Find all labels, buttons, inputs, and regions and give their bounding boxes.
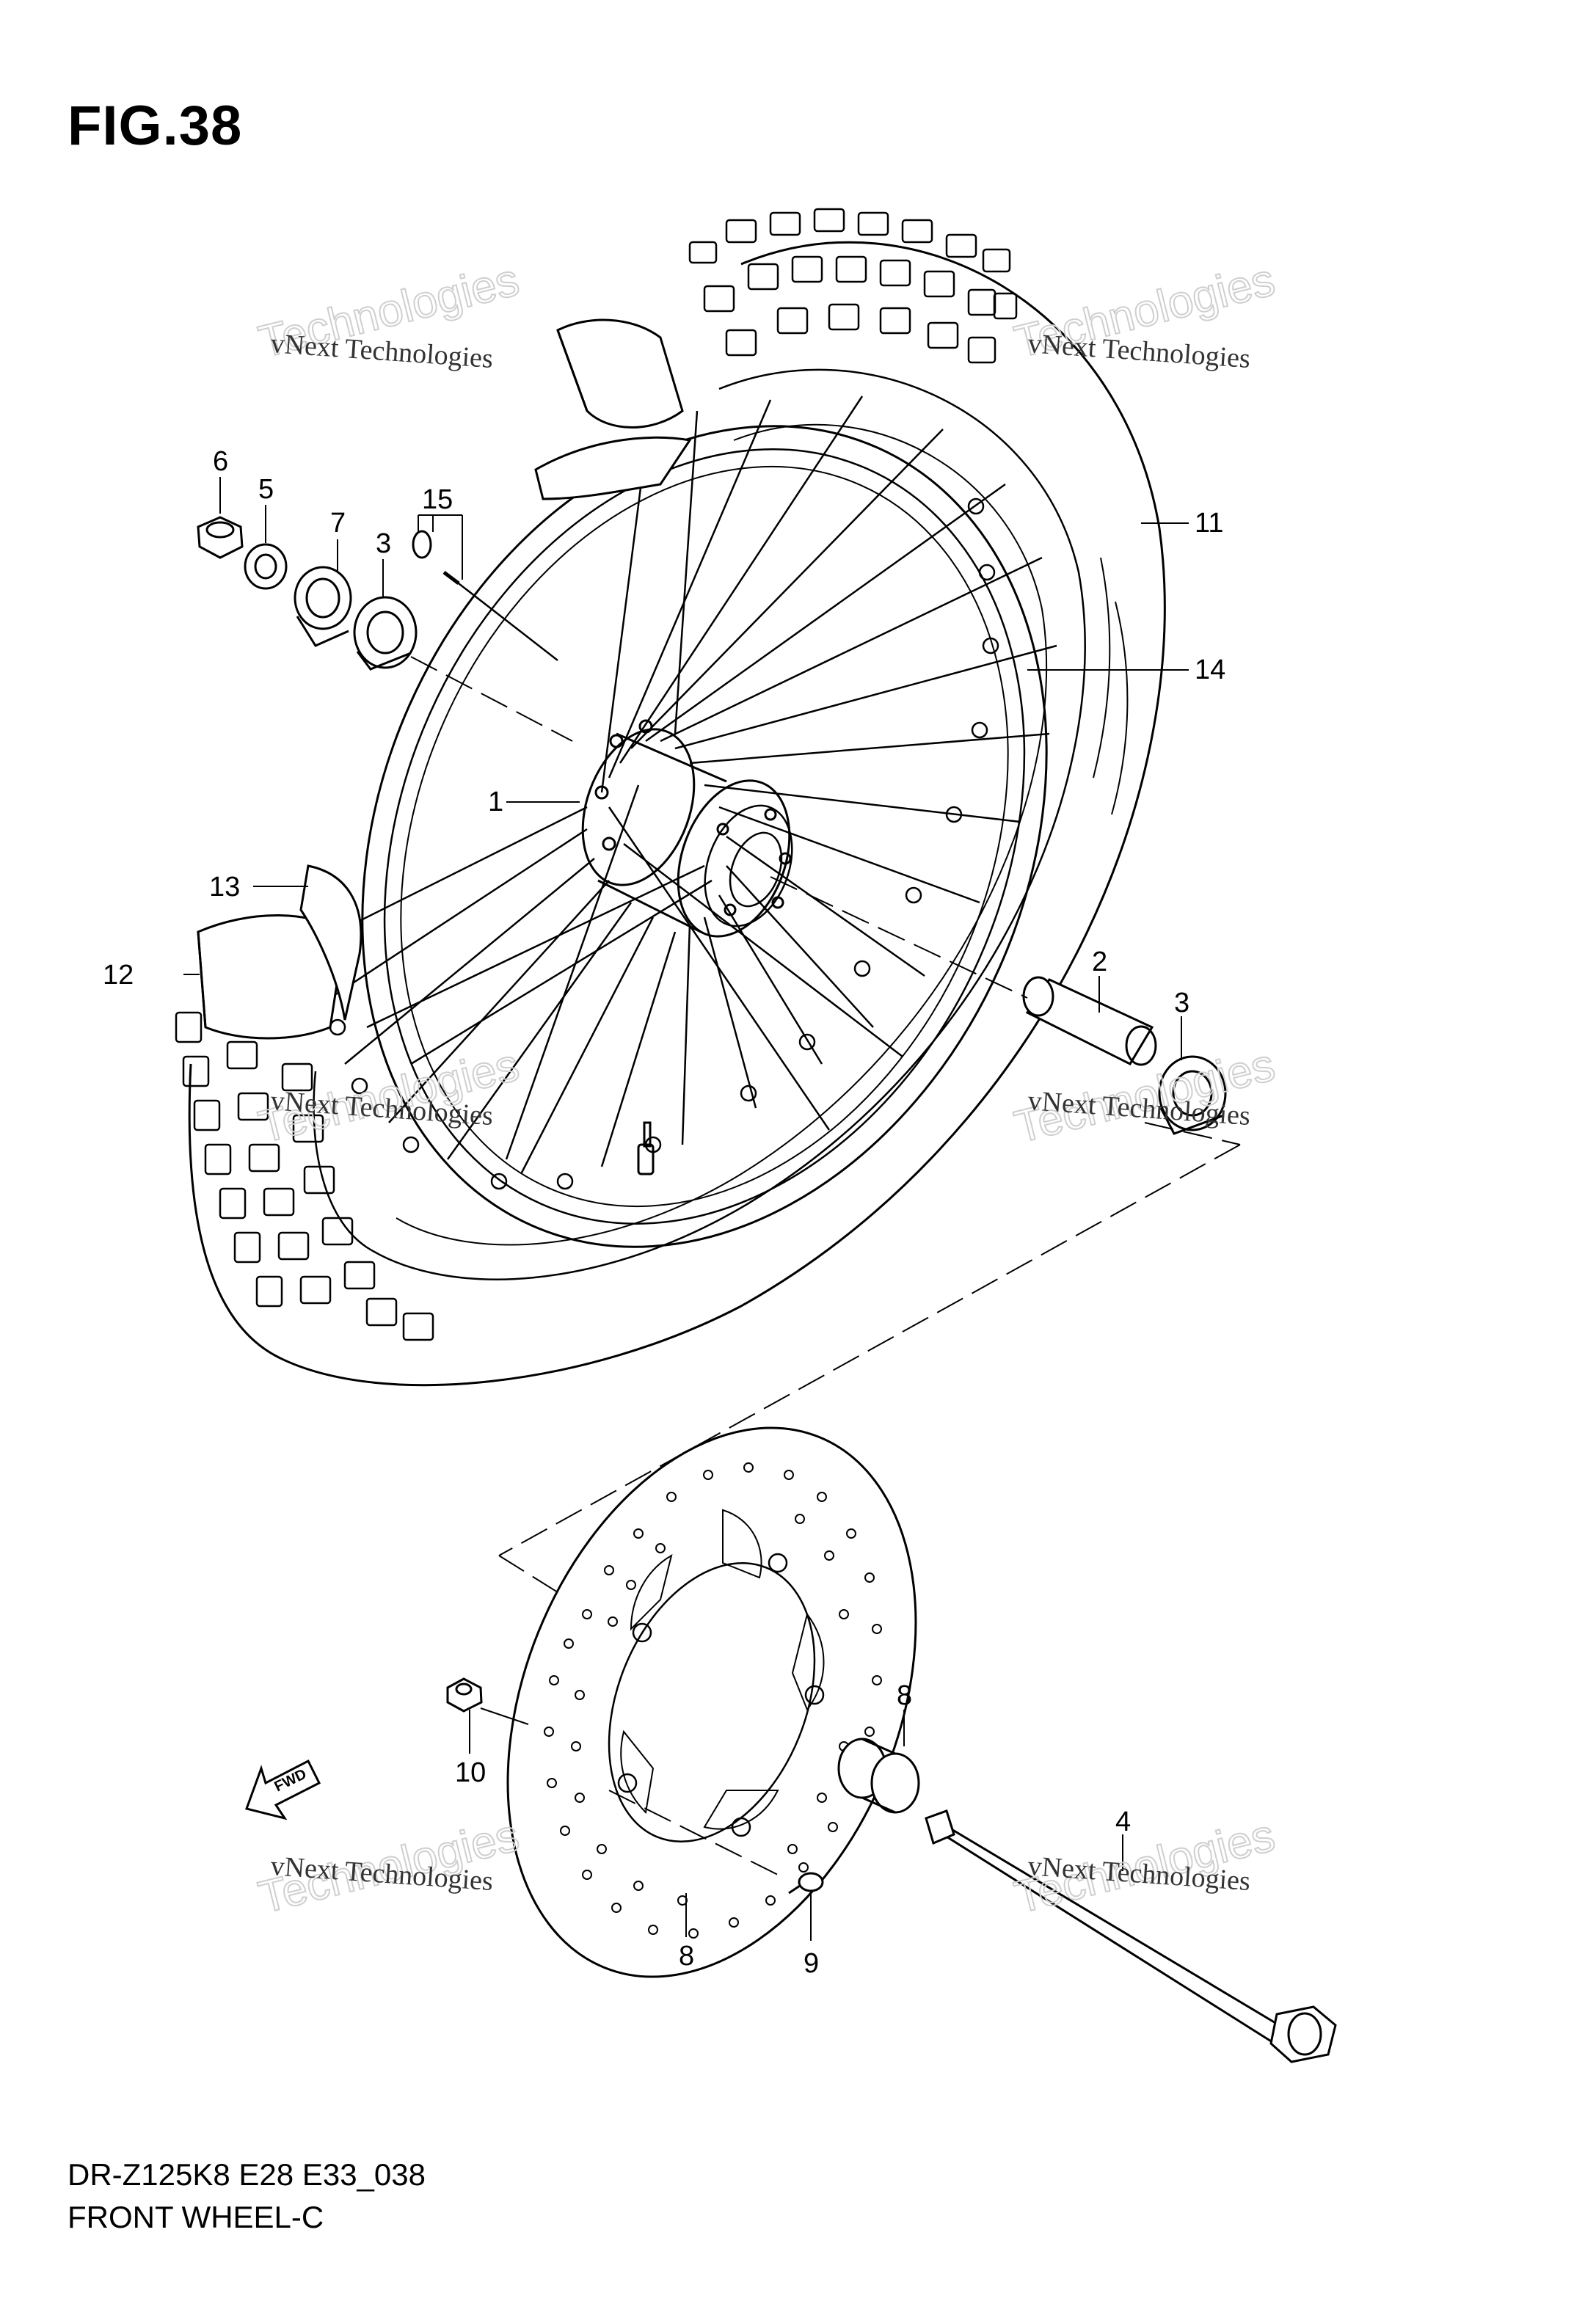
callout-12: 12 <box>103 960 134 991</box>
rim-strip-top <box>534 318 692 500</box>
tread-bottom <box>175 1011 434 1341</box>
tread-top <box>688 208 1018 364</box>
axle-4 <box>925 1809 1337 2063</box>
callout-7: 7 <box>330 508 346 539</box>
callout-8-collar: 8 <box>897 1680 913 1711</box>
disc-bolt-9 <box>788 1872 824 1895</box>
explode-lines <box>410 656 1241 1879</box>
spacer-7 <box>294 566 352 647</box>
rim-strip-bottom <box>197 864 362 1040</box>
bearing-3b <box>1158 1055 1227 1135</box>
callout-11: 11 <box>1195 508 1224 539</box>
spacer-2 <box>1022 976 1157 1066</box>
hub <box>581 719 793 938</box>
spoke-nipple-15 <box>412 530 558 661</box>
rim <box>361 425 1048 1248</box>
spokes <box>329 395 1057 1175</box>
callout-6: 6 <box>213 446 229 477</box>
callout-3-right: 3 <box>1174 988 1190 1018</box>
callout-14: 14 <box>1195 655 1226 685</box>
valve-stem <box>637 1121 655 1175</box>
callout-9: 9 <box>804 1948 820 1979</box>
callout-1: 1 <box>488 787 504 817</box>
callout-10: 10 <box>455 1757 487 1788</box>
callout-2: 2 <box>1092 947 1108 977</box>
brake-disc <box>506 1426 917 1978</box>
callout-3-left: 3 <box>376 528 392 559</box>
nut-10 <box>446 1677 483 1713</box>
footer-model: DR-Z125K8 E28 E33_038 <box>68 2157 426 2192</box>
callout-5: 5 <box>258 474 274 505</box>
leader-lines <box>183 477 1189 1941</box>
callout-15: 15 <box>422 484 453 515</box>
bearing-3a <box>353 596 418 671</box>
spoke-nipples <box>329 497 999 1190</box>
collar-8 <box>837 1738 920 1814</box>
tire <box>175 208 1166 1387</box>
callout-4: 4 <box>1115 1807 1132 1837</box>
nut-6 <box>197 516 244 559</box>
washer-5 <box>244 543 288 590</box>
callout-8-disc: 8 <box>679 1941 695 1972</box>
callout-13: 13 <box>209 872 241 903</box>
forward-arrow-icon <box>245 1759 321 1820</box>
figure-title: FIG.38 <box>68 95 243 157</box>
footer-name: FRONT WHEEL-C <box>68 2200 324 2234</box>
